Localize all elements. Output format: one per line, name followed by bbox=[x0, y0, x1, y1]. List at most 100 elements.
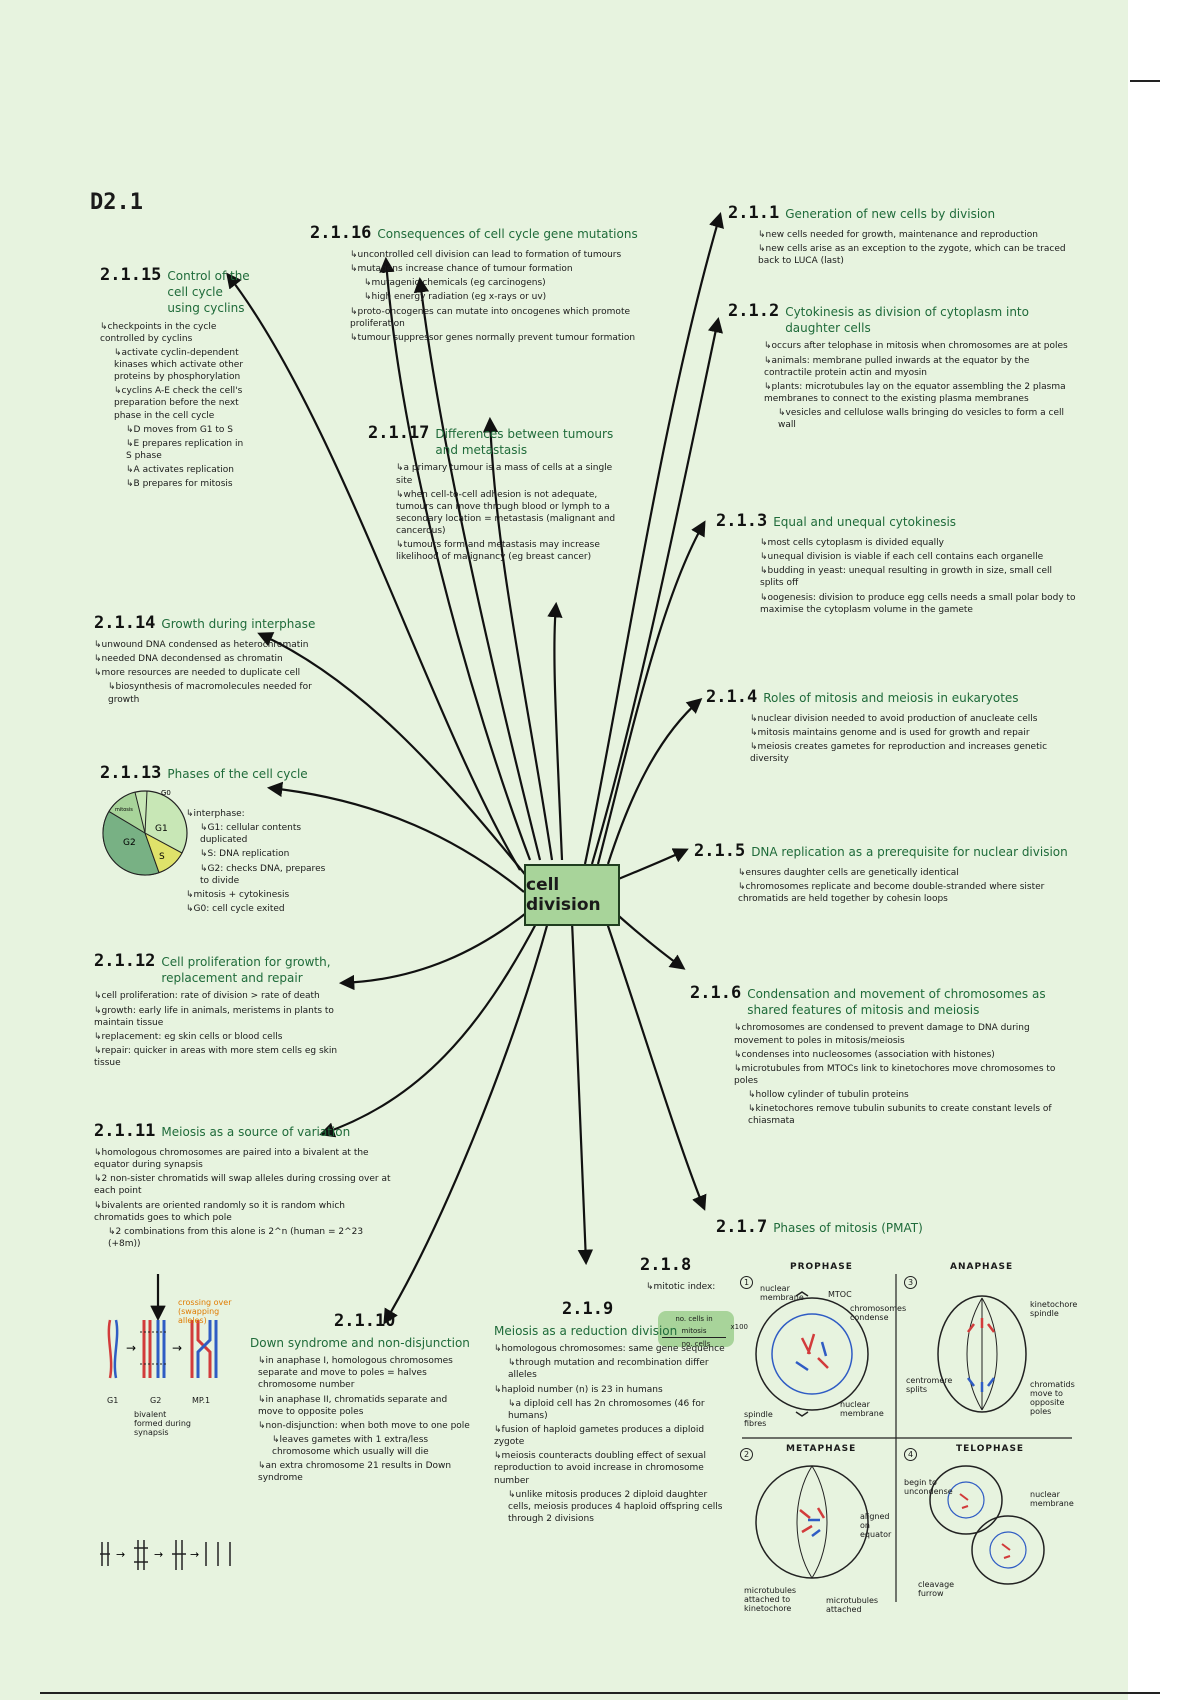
node-number: 2.1.12 bbox=[94, 951, 156, 971]
label-telophase-uncondense: begin to uncondense bbox=[904, 1478, 953, 1496]
arrow-216 bbox=[611, 909, 686, 970]
telophase-chromatin bbox=[959, 1493, 1011, 1559]
arrow-glyph: → bbox=[172, 1341, 182, 1355]
phase-label-metaphase: METAPHASE bbox=[786, 1444, 857, 1454]
node-title: Equal and unequal cytokinesis bbox=[773, 515, 957, 529]
node-number: 2.1.5 bbox=[694, 841, 746, 861]
node-number: 2.1.14 bbox=[94, 613, 156, 633]
point: proto-oncogenes can mutate into oncogene… bbox=[350, 306, 640, 330]
sketch-label-crossing: crossing over (swapping alleles) bbox=[178, 1298, 232, 1325]
label-telophase-cleavage: cleavage furrow bbox=[918, 1580, 955, 1598]
node-number: 2.1.13 bbox=[100, 763, 162, 783]
point: tumour suppressor genes normally prevent… bbox=[350, 332, 640, 344]
node-title: Differences between tumours and metastas… bbox=[435, 427, 614, 458]
point: hollow cylinder of tubulin proteins bbox=[734, 1089, 1078, 1101]
point: B prepares for mitosis bbox=[100, 478, 250, 490]
point: homologous chromosomes: same gene sequen… bbox=[494, 1343, 726, 1355]
point: cyclins A-E check the cell's preparation… bbox=[100, 385, 250, 421]
point: unequal division is viable if each cell … bbox=[760, 551, 1076, 563]
anaphase-chromatids-top bbox=[967, 1318, 995, 1333]
point: when cell-to-cell adhesion is not adequa… bbox=[396, 489, 618, 538]
sketch-label-g2: G2 bbox=[150, 1396, 162, 1405]
point: replacement: eg skin cells or blood cell… bbox=[94, 1031, 364, 1043]
point: condenses into nucleosomes (association … bbox=[734, 1049, 1078, 1061]
prophase-spindle bbox=[795, 1291, 809, 1417]
pie-label-g0: G0 bbox=[161, 789, 171, 797]
point: chromosomes replicate and become double-… bbox=[738, 881, 1078, 905]
eq-multiplier: x100 bbox=[730, 1323, 748, 1331]
node-number: 2.1.15 bbox=[100, 265, 162, 285]
point: mitosis maintains genome and is used for… bbox=[750, 727, 1078, 739]
arrow-glyph: → bbox=[154, 1548, 163, 1561]
point: new cells needed for growth, maintenance… bbox=[758, 229, 1078, 241]
point: chromosomes are condensed to prevent dam… bbox=[734, 1022, 1078, 1046]
arrow-219 bbox=[570, 921, 594, 1266]
point: interphase: bbox=[186, 808, 336, 820]
page-code: D2.1 bbox=[90, 190, 143, 215]
node-title: Phases of the cell cycle bbox=[167, 767, 308, 781]
node-number: 2.1.11 bbox=[94, 1121, 156, 1141]
arrow-2111 bbox=[319, 919, 539, 1138]
node-2112: 2.1.12 Cell proliferation for growth, re… bbox=[94, 950, 364, 1071]
arrow-217 bbox=[604, 919, 707, 1211]
point: A activates replication bbox=[100, 464, 250, 476]
point: leaves gametes with 1 extra/less chromos… bbox=[258, 1434, 472, 1458]
node-2113: 2.1.13 Phases of the cell cycle bbox=[100, 762, 340, 789]
node-title: Cell proliferation for growth, replaceme… bbox=[161, 955, 331, 986]
point: oogenesis: division to produce egg cells… bbox=[760, 592, 1076, 616]
label-telophase-membrane: nuclear membrane bbox=[1030, 1490, 1074, 1508]
label-anaphase-poles: chromatids move to opposite poles bbox=[1030, 1380, 1075, 1416]
label-prophase-condense: chromosomes condense bbox=[850, 1304, 907, 1322]
point: checkpoints in the cycle controlled by c… bbox=[100, 321, 250, 345]
point: budding in yeast: unequal resulting in g… bbox=[760, 565, 1076, 589]
node-number: 2.1.10 bbox=[334, 1311, 396, 1331]
pie-slice-mitosis bbox=[108, 791, 146, 835]
center-node: cell division bbox=[524, 864, 620, 926]
node-211: 2.1.1 Generation of new cells by divisio… bbox=[728, 202, 1078, 269]
point: most cells cytoplasm is divided equally bbox=[760, 537, 1076, 549]
point: E prepares replication in S phase bbox=[100, 438, 250, 462]
arrow-212 bbox=[590, 316, 723, 865]
point: needed DNA decondensed as chromatin bbox=[94, 653, 334, 665]
node-217: 2.1.7 Phases of mitosis (PMAT) bbox=[716, 1216, 1016, 1243]
point: plants: microtubules lay on the equator … bbox=[764, 381, 1078, 405]
point: D moves from G1 to S bbox=[100, 424, 250, 436]
node-219: 2.1.9 Meiosis as a reduction division ho… bbox=[494, 1298, 726, 1527]
point: through mutation and recombination diffe… bbox=[494, 1357, 726, 1381]
chromatid-g1-blue bbox=[113, 1319, 119, 1379]
arrow-215 bbox=[615, 848, 689, 882]
eq-numerator: no. cells in mitosis bbox=[662, 1313, 726, 1338]
label-prophase-mtoc: MTOC bbox=[828, 1290, 852, 1299]
node-title: Meiosis as a source of variation bbox=[161, 1125, 351, 1139]
point: kinetochores remove tubulin subunits to … bbox=[734, 1103, 1078, 1127]
node-number: 2.1.3 bbox=[716, 511, 768, 531]
phase-order-4: 4 bbox=[904, 1448, 917, 1461]
arrow-2116b bbox=[413, 276, 542, 861]
point: ensures daughter cells are genetically i… bbox=[738, 867, 1078, 879]
point: S: DNA replication bbox=[186, 848, 336, 860]
point: more resources are needed to duplicate c… bbox=[94, 667, 334, 679]
point: uncontrolled cell division can lead to f… bbox=[350, 249, 640, 261]
node-215: 2.1.5 DNA replication as a prerequisite … bbox=[694, 840, 1078, 907]
pie-slice-g2 bbox=[102, 810, 160, 876]
node-title: Meiosis as a reduction division bbox=[494, 1323, 678, 1338]
prophase-cell bbox=[755, 1297, 869, 1411]
phase-label-anaphase: ANAPHASE bbox=[950, 1262, 1014, 1272]
node-218: 2.1.8 mitotic index: bbox=[640, 1254, 750, 1295]
metaphase-spindle bbox=[796, 1465, 828, 1579]
label-prophase-membrane-2: nuclear membrane bbox=[840, 1400, 884, 1418]
crossing-over-sketch: → → bbox=[107, 1319, 218, 1379]
node-title: Condensation and movement of chromosomes… bbox=[747, 987, 1046, 1018]
point: occurs after telophase in mitosis when c… bbox=[764, 340, 1078, 352]
chromatid-mp1-cross-b bbox=[196, 1320, 212, 1378]
label-prophase-membrane: nuclear membrane bbox=[760, 1284, 804, 1302]
point: an extra chromosome 21 results in Down s… bbox=[258, 1460, 472, 1484]
sketch-label-bivalent: bivalent formed during synapsis bbox=[134, 1410, 192, 1437]
node-title: Phases of mitosis (PMAT) bbox=[773, 1221, 923, 1235]
node-2114: 2.1.14 Growth during interphase unwound … bbox=[94, 612, 334, 708]
arrow-2115 bbox=[226, 272, 521, 871]
mitosis-panel bbox=[742, 1274, 1072, 1602]
node-213: 2.1.3 Equal and unequal cytokinesis most… bbox=[716, 510, 1076, 618]
center-label: cell division bbox=[526, 875, 601, 915]
node-2111: 2.1.11 Meiosis as a source of variation … bbox=[94, 1120, 394, 1252]
